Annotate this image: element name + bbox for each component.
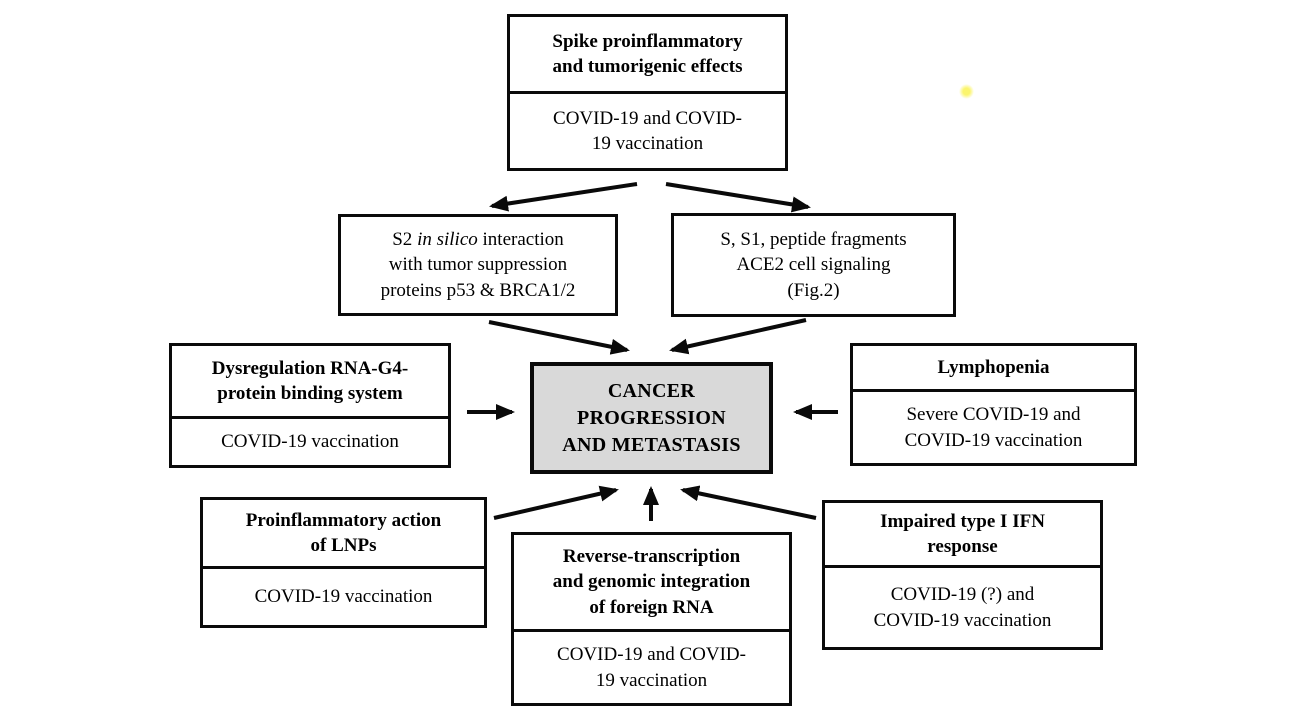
node-lnp-header: Proinflammatory action of LNPs <box>203 500 484 569</box>
header-line: response <box>927 536 998 557</box>
node-spike-effects-header: Spike proinflammatory and tumorigenic ef… <box>510 17 785 94</box>
body-line: Severe COVID-19 and <box>906 404 1081 425</box>
node-dysregulation-header: Dysregulation RNA-G4- protein binding sy… <box>172 346 448 419</box>
body-line: COVID-19 (?) and <box>890 584 1035 605</box>
header-line: protein binding system <box>217 383 403 404</box>
body-line: COVID-19 and COVID- <box>557 644 746 665</box>
header-line: Lymphopenia <box>937 356 1050 378</box>
text-line: (Fig.2) <box>787 279 840 301</box>
center-title-line: CANCER <box>607 379 696 402</box>
node-cancer-progression: CANCER PROGRESSION AND METASTASIS <box>530 362 773 474</box>
node-impaired-ifn-header: Impaired type I IFN response <box>825 503 1100 568</box>
text-line: with tumor suppression <box>388 254 568 276</box>
node-impaired-ifn-body: COVID-19 (?) and COVID-19 vaccination <box>825 568 1100 647</box>
arrow-lnp-to-center <box>493 485 619 520</box>
header-line: of LNPs <box>310 535 377 556</box>
arrow-ifn-to-center <box>680 485 817 520</box>
header-line: Reverse-transcription <box>562 545 741 567</box>
text-line: ACE2 cell signaling <box>736 254 891 276</box>
body-line: COVID-19 vaccination <box>221 431 399 453</box>
header-line: Spike proinflammatory <box>552 30 743 52</box>
body-line: 19 vaccination <box>595 669 708 691</box>
text-segment: interaction <box>477 228 564 250</box>
node-lymphopenia: Lymphopenia Severe COVID-19 and COVID-19… <box>850 343 1137 466</box>
yellow-dot-artifact <box>959 84 974 99</box>
node-s2-interaction: S2 in silico interaction with tumor supp… <box>338 214 618 316</box>
text-line: S, S1, peptide fragments <box>720 228 907 250</box>
body-line: COVID-19 vaccination <box>254 586 433 608</box>
text-segment: S2 <box>392 228 418 250</box>
center-title-line: PROGRESSION <box>577 406 726 429</box>
header-line: of foreign RNA <box>589 596 714 618</box>
text-line: S2 in silico interaction <box>341 227 615 253</box>
body-line: COVID-19 vaccination <box>873 609 1052 631</box>
node-lnp-action: Proinflammatory action of LNPs COVID-19 … <box>200 497 487 628</box>
node-spike-effects-body: COVID-19 and COVID- 19 vaccination <box>510 94 785 168</box>
node-lymphopenia-body: Severe COVID-19 and COVID-19 vaccination <box>853 392 1134 463</box>
header-line: and tumorigenic effects <box>552 56 743 77</box>
header-line: Impaired type I IFN <box>880 510 1045 532</box>
node-dysregulation-body: COVID-19 vaccination <box>172 419 448 465</box>
header-line: Dysregulation RNA-G4- <box>211 357 409 379</box>
arrow-ss1-to-center <box>669 318 807 355</box>
text-line: proteins p53 & BRCA1/2 <box>380 279 576 301</box>
italic-text-segment: in silico <box>417 228 478 250</box>
node-spike-effects: Spike proinflammatory and tumorigenic ef… <box>507 14 788 171</box>
node-dysregulation-rna-g4: Dysregulation RNA-G4- protein binding sy… <box>169 343 451 468</box>
header-line: Proinflammatory action <box>245 509 442 531</box>
center-title-line: AND METASTASIS <box>562 433 741 456</box>
node-reverse-transcription-body: COVID-19 and COVID- 19 vaccination <box>514 632 789 703</box>
node-reverse-transcription-header: Reverse-transcription and genomic integr… <box>514 535 789 632</box>
node-impaired-ifn: Impaired type I IFN response COVID-19 (?… <box>822 500 1103 650</box>
header-line: and genomic integration <box>552 571 751 593</box>
node-reverse-transcription: Reverse-transcription and genomic integr… <box>511 532 792 706</box>
node-lymphopenia-header: Lymphopenia <box>853 346 1134 392</box>
arrow-s2-to-center <box>488 320 630 355</box>
body-line: COVID-19 vaccination <box>904 429 1083 451</box>
body-line: COVID-19 and COVID- <box>553 107 742 129</box>
arrow-spike-to-ss1 <box>665 182 811 213</box>
node-lnp-body: COVID-19 vaccination <box>203 569 484 625</box>
arrow-spike-to-s2 <box>489 182 638 212</box>
body-line: 19 vaccination <box>591 133 704 154</box>
node-s-s1-ace2: S, S1, peptide fragments ACE2 cell signa… <box>671 213 956 317</box>
